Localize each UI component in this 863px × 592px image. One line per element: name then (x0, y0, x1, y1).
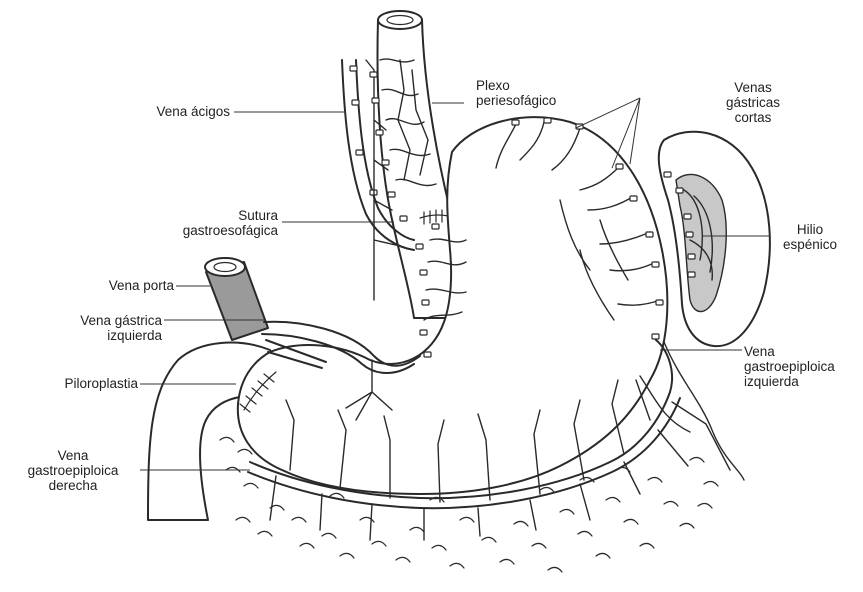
label-vena-gastroepiploica-derecha: Vena gastroepiploica derecha (6, 448, 140, 493)
label-plexo-periesofagico: Plexo periesofágico (476, 78, 596, 108)
label-vena-acigos: Vena ácigos (112, 104, 230, 119)
label-piloroplastia: Piloroplastia (18, 376, 138, 391)
label-vena-gastroepiploica-izquierda: Vena gastroepiploica izquierda (744, 344, 862, 389)
label-hilio-esplenico: Hilio espénico (774, 222, 846, 252)
label-vena-porta: Vena porta (58, 278, 174, 293)
stomach (238, 117, 668, 494)
label-sutura-gastroesofagica: Sutura gastroesofágica (130, 208, 278, 238)
portal-vein (205, 258, 268, 340)
spleen (659, 132, 770, 346)
label-venas-gastricas-cortas: Venas gástricas cortas (712, 80, 794, 125)
label-vena-gastrica-izquierda: Vena gástrica izquierda (18, 313, 162, 343)
